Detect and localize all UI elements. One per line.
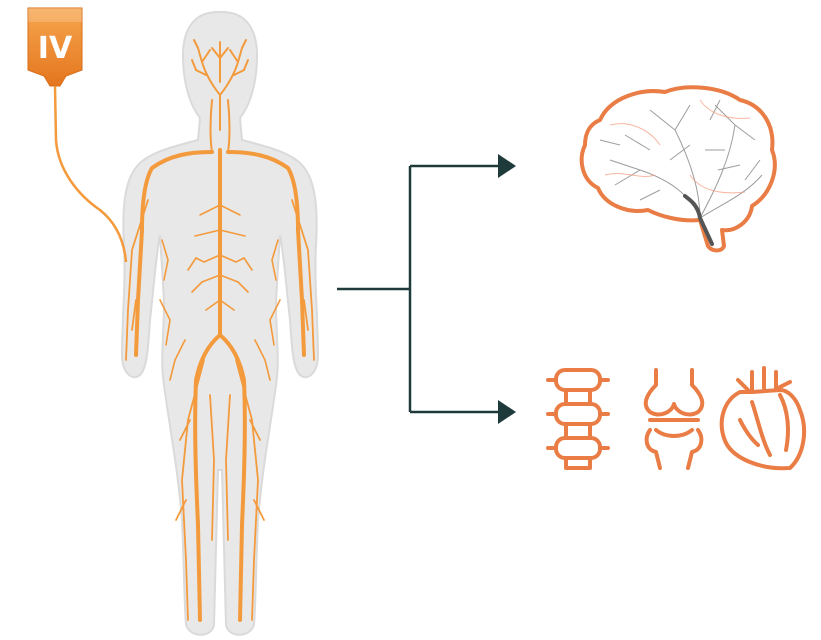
iv-line bbox=[55, 86, 126, 262]
joint-icon bbox=[646, 370, 703, 468]
arrowhead-organs bbox=[498, 400, 516, 424]
brain-icon bbox=[582, 87, 775, 250]
spine-icon bbox=[548, 370, 608, 468]
blood-vessels bbox=[126, 40, 314, 620]
iv-bag-icon: IV bbox=[28, 8, 82, 86]
arrowhead-brain bbox=[498, 154, 516, 178]
heart-icon bbox=[722, 368, 804, 468]
distribution-arrows bbox=[337, 166, 500, 412]
iv-label: IV bbox=[38, 31, 73, 66]
